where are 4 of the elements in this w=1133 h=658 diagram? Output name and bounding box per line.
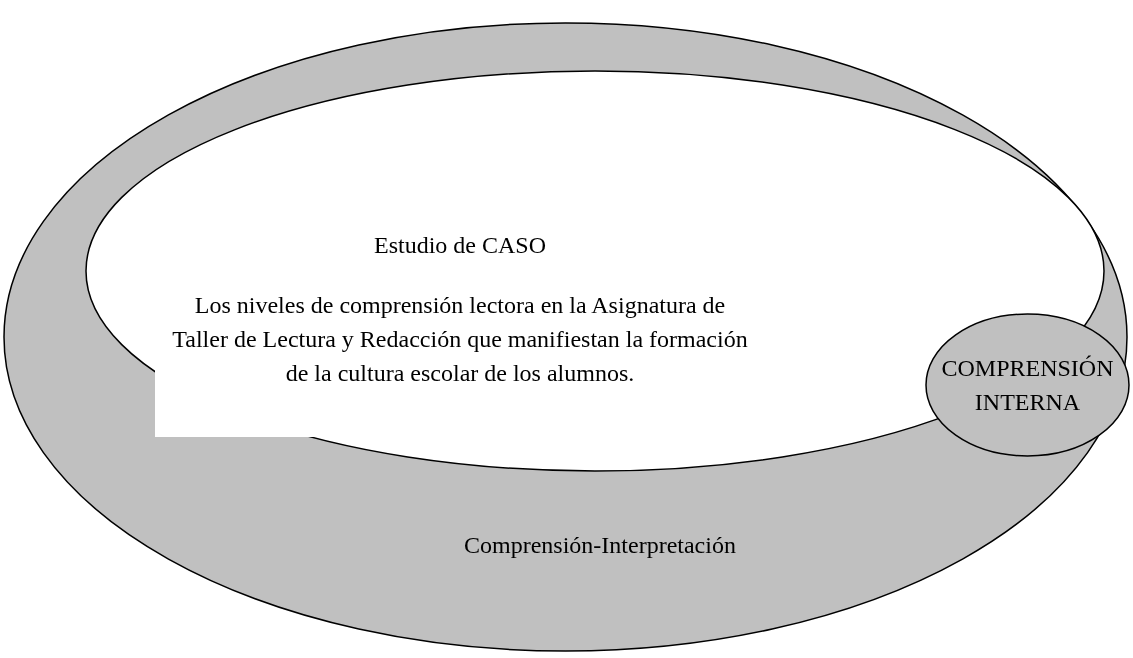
- heading-text: Estudio de CASO: [373, 231, 547, 260]
- description-text: Los niveles de comprensión lectora en la Asignatura de Taller de Lectura y Redacción que manifiestan la formación de la cultura escolar de los alumnos.: [171, 291, 749, 388]
- ring-label: Comprensión-Interpretación: [463, 531, 737, 560]
- ellipse-label: COMPRENSIÓN INTERNA: [940, 354, 1115, 417]
